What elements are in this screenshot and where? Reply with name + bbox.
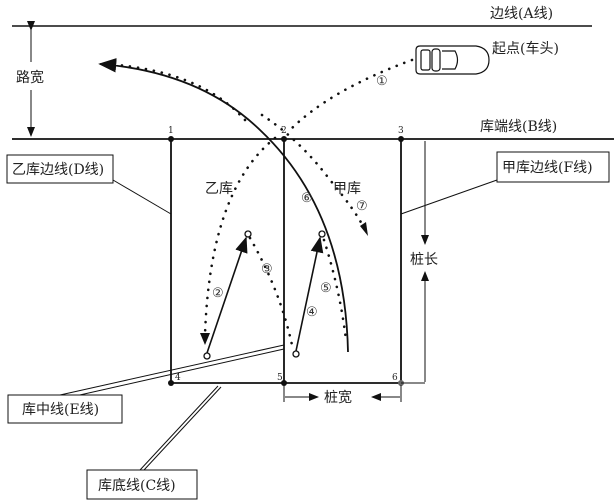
point-5: 5 (277, 373, 283, 383)
d-line-callout (6, 154, 114, 184)
step-4-label: ④ (306, 305, 318, 320)
step-6-label: ⑥ (301, 191, 313, 206)
a-line-label: 边线(A线) (490, 6, 553, 22)
path-step-4 (295, 236, 324, 352)
d-line-label: 乙库边线(D线) (12, 162, 104, 178)
e-line-label: 库中线(E线) (22, 402, 99, 418)
point-1: 1 (168, 126, 174, 136)
bay-a-label: 甲库 (333, 181, 361, 197)
road-width-label: 路宽 (16, 69, 44, 86)
e-line-callout (7, 394, 123, 424)
parking-bays (170, 139, 402, 384)
step-7-label: ⑦ (356, 199, 368, 214)
point-4: 4 (175, 373, 181, 383)
path-bay-b-entry (203, 136, 277, 337)
path-return (103, 62, 247, 122)
path-step-1 (288, 58, 414, 132)
car-icon (415, 45, 490, 75)
corner-points (168, 136, 404, 386)
point-3: 3 (398, 126, 404, 136)
c-line-callout (86, 469, 198, 500)
path-step-3 (248, 236, 294, 347)
f-line-label: 甲库边线(F线) (502, 160, 593, 176)
stake-length-label: 桩长 (410, 251, 438, 268)
stake-width-label: 桩宽 (324, 389, 352, 406)
step-2-label: ② (212, 286, 224, 301)
point-2: 2 (281, 126, 287, 136)
f-line-callout (496, 151, 610, 183)
point-6: 6 (392, 373, 398, 383)
step-5-label: ⑤ (320, 281, 332, 296)
step-1-label: ① (376, 74, 388, 89)
step-3-label: ③ (261, 262, 273, 277)
bay-b-label: 乙库 (205, 181, 233, 197)
path-solid-arc (98, 58, 349, 353)
c-line-label: 库底线(C线) (98, 478, 176, 494)
start-label: 起点(车头) (492, 40, 559, 57)
path-step-7 (260, 113, 366, 230)
b-line-label: 库端线(B线) (480, 119, 557, 135)
path-step-2 (206, 236, 248, 354)
